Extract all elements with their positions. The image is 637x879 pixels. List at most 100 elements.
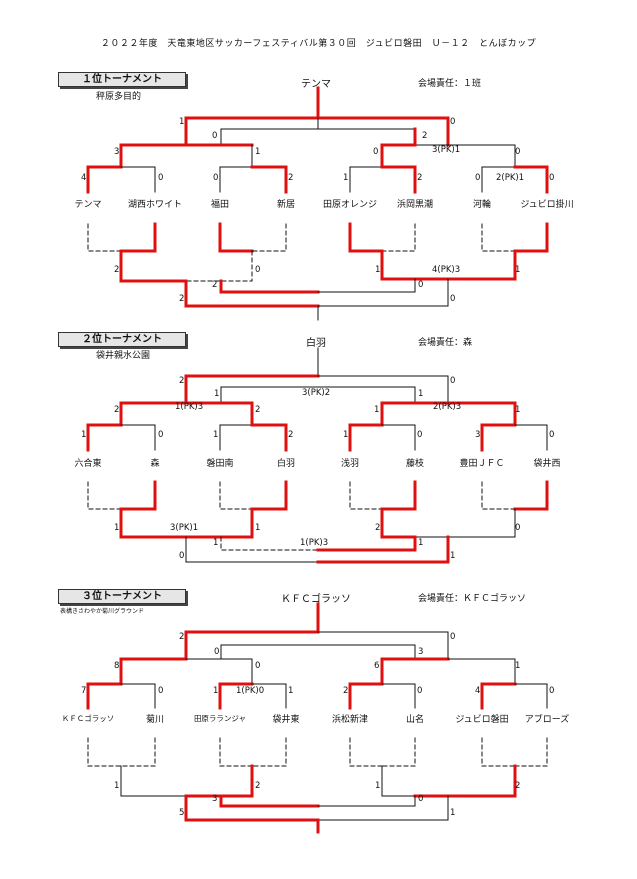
team-name: 磐田南 bbox=[206, 459, 234, 469]
match-score: 1 bbox=[375, 781, 381, 791]
match-score: 2 bbox=[179, 294, 185, 304]
match-score: 3(PK)1 bbox=[170, 523, 199, 533]
match-score: 0 bbox=[158, 173, 164, 183]
match-score: 0 bbox=[417, 430, 423, 440]
first-place-banner: １位トーナメント bbox=[58, 72, 186, 87]
match-score: 2 bbox=[417, 173, 423, 183]
team-name: ジュビロ磐田 bbox=[455, 715, 509, 725]
match-score: 0 bbox=[515, 523, 521, 533]
team-name: 袋井西 bbox=[533, 459, 561, 469]
match-score: 1(PK)3 bbox=[300, 538, 329, 548]
match-score: 0 bbox=[418, 794, 424, 804]
match-score: 3 bbox=[114, 147, 120, 157]
match-score: 4 bbox=[81, 173, 87, 183]
team-name: 白羽 bbox=[276, 459, 295, 469]
second-place-host: 白羽 bbox=[306, 338, 326, 349]
match-score: 1 bbox=[450, 808, 456, 818]
match-score: 1 bbox=[213, 538, 219, 548]
team-name: 菊川 bbox=[145, 715, 164, 725]
team-name: 田原ラランジャ bbox=[193, 714, 247, 723]
match-score: 1(PK)3 bbox=[175, 402, 204, 412]
second-place-venue: 袋井親水公園 bbox=[96, 351, 151, 361]
team-name: アブローズ bbox=[524, 715, 570, 725]
match-score: 0 bbox=[450, 632, 456, 642]
match-score: 0 bbox=[212, 131, 218, 141]
team-name: 豊田ＪＦＣ bbox=[459, 459, 505, 469]
team-name: 福田 bbox=[210, 200, 229, 210]
match-score: 2 bbox=[179, 376, 185, 386]
match-score: 1 bbox=[515, 661, 521, 671]
match-score: 3 bbox=[212, 794, 218, 804]
match-score: 1 bbox=[255, 147, 261, 157]
match-score: 1 bbox=[288, 686, 294, 696]
match-score: 7 bbox=[81, 686, 87, 696]
team-name: 浜松新津 bbox=[331, 715, 368, 725]
match-score: 2 bbox=[179, 632, 185, 642]
team-name: 袋井東 bbox=[272, 715, 300, 725]
match-score: 2 bbox=[114, 405, 120, 415]
document-title: ２０２２年度 天竜東地区サッカーフェスティバル第３０回 ジュビロ磐田 Ｕ－１２ … bbox=[100, 39, 537, 49]
third-place-bracket-lines bbox=[86, 602, 548, 834]
team-name: 新居 bbox=[276, 200, 295, 210]
team-name: 藤枝 bbox=[405, 459, 424, 469]
match-score: 1 bbox=[213, 430, 219, 440]
match-score: 0 bbox=[417, 686, 423, 696]
match-score: 1 bbox=[418, 538, 424, 548]
match-score: 2 bbox=[375, 523, 381, 533]
match-score: 1 bbox=[214, 389, 220, 399]
team-name: 森 bbox=[150, 459, 160, 469]
team-name: 山名 bbox=[405, 715, 424, 725]
match-score: 3(PK)2 bbox=[302, 388, 331, 398]
match-score: 1 bbox=[213, 686, 219, 696]
match-score: 3 bbox=[418, 647, 424, 657]
match-score: 0 bbox=[214, 647, 220, 657]
team-name: ジュビロ掛川 bbox=[520, 200, 574, 210]
match-score: 1 bbox=[515, 265, 521, 275]
match-score: 0 bbox=[549, 173, 555, 183]
team-name: 田原オレンジ bbox=[322, 200, 377, 210]
match-score: 6 bbox=[374, 661, 380, 671]
match-score: 0 bbox=[158, 686, 164, 696]
third-place-duty: 会場責任：ＫＦＣゴラッソ bbox=[418, 594, 527, 604]
match-score: 0 bbox=[255, 661, 261, 671]
second-place-bracket-lines bbox=[86, 347, 549, 564]
match-score: 0 bbox=[475, 173, 481, 183]
match-score: 2 bbox=[114, 265, 120, 275]
match-score: 0 bbox=[158, 430, 164, 440]
match-score: 2 bbox=[422, 131, 428, 141]
second-place-duty: 会場責任：森 bbox=[418, 338, 473, 348]
match-score: 0 bbox=[549, 430, 555, 440]
match-score: 1 bbox=[343, 430, 349, 440]
match-score: 0 bbox=[450, 376, 456, 386]
match-score: 1 bbox=[450, 551, 456, 561]
match-score: 2 bbox=[255, 405, 261, 415]
team-name: 浜岡黒潮 bbox=[396, 200, 433, 210]
match-score: 1(PK)0 bbox=[236, 686, 265, 696]
team-name: 湖西ホワイト bbox=[127, 200, 182, 210]
match-score: 2(PK)3 bbox=[433, 402, 462, 412]
first-place-host: テンマ bbox=[301, 79, 331, 90]
match-score: 0 bbox=[418, 280, 424, 290]
match-score: 2 bbox=[212, 280, 218, 290]
match-score: 1 bbox=[179, 117, 185, 127]
match-score: 0 bbox=[515, 147, 521, 157]
third-place-venue: 表構きさわやか菊川グラウンド bbox=[60, 608, 145, 615]
match-score: 2 bbox=[343, 686, 349, 696]
match-score: 0 bbox=[549, 686, 555, 696]
first-place-bracket-lines bbox=[86, 86, 549, 321]
match-score: 1 bbox=[418, 389, 424, 399]
first-place-duty: 会場責任：１班 bbox=[418, 79, 482, 89]
match-score: 0 bbox=[255, 265, 261, 275]
match-score: 1 bbox=[114, 523, 120, 533]
match-score: 1 bbox=[343, 173, 349, 183]
match-score: 0 bbox=[213, 173, 219, 183]
match-score: 2 bbox=[288, 173, 294, 183]
match-score: 2 bbox=[515, 781, 521, 791]
second-place-banner: ２位トーナメント bbox=[58, 332, 186, 347]
match-score: 0 bbox=[373, 147, 379, 157]
team-name: 河輪 bbox=[472, 200, 491, 210]
match-score: 1 bbox=[375, 265, 381, 275]
match-score: 5 bbox=[179, 808, 185, 818]
team-name: ＫＦＣゴラッソ bbox=[61, 714, 115, 723]
team-name: テンマ bbox=[74, 200, 102, 210]
